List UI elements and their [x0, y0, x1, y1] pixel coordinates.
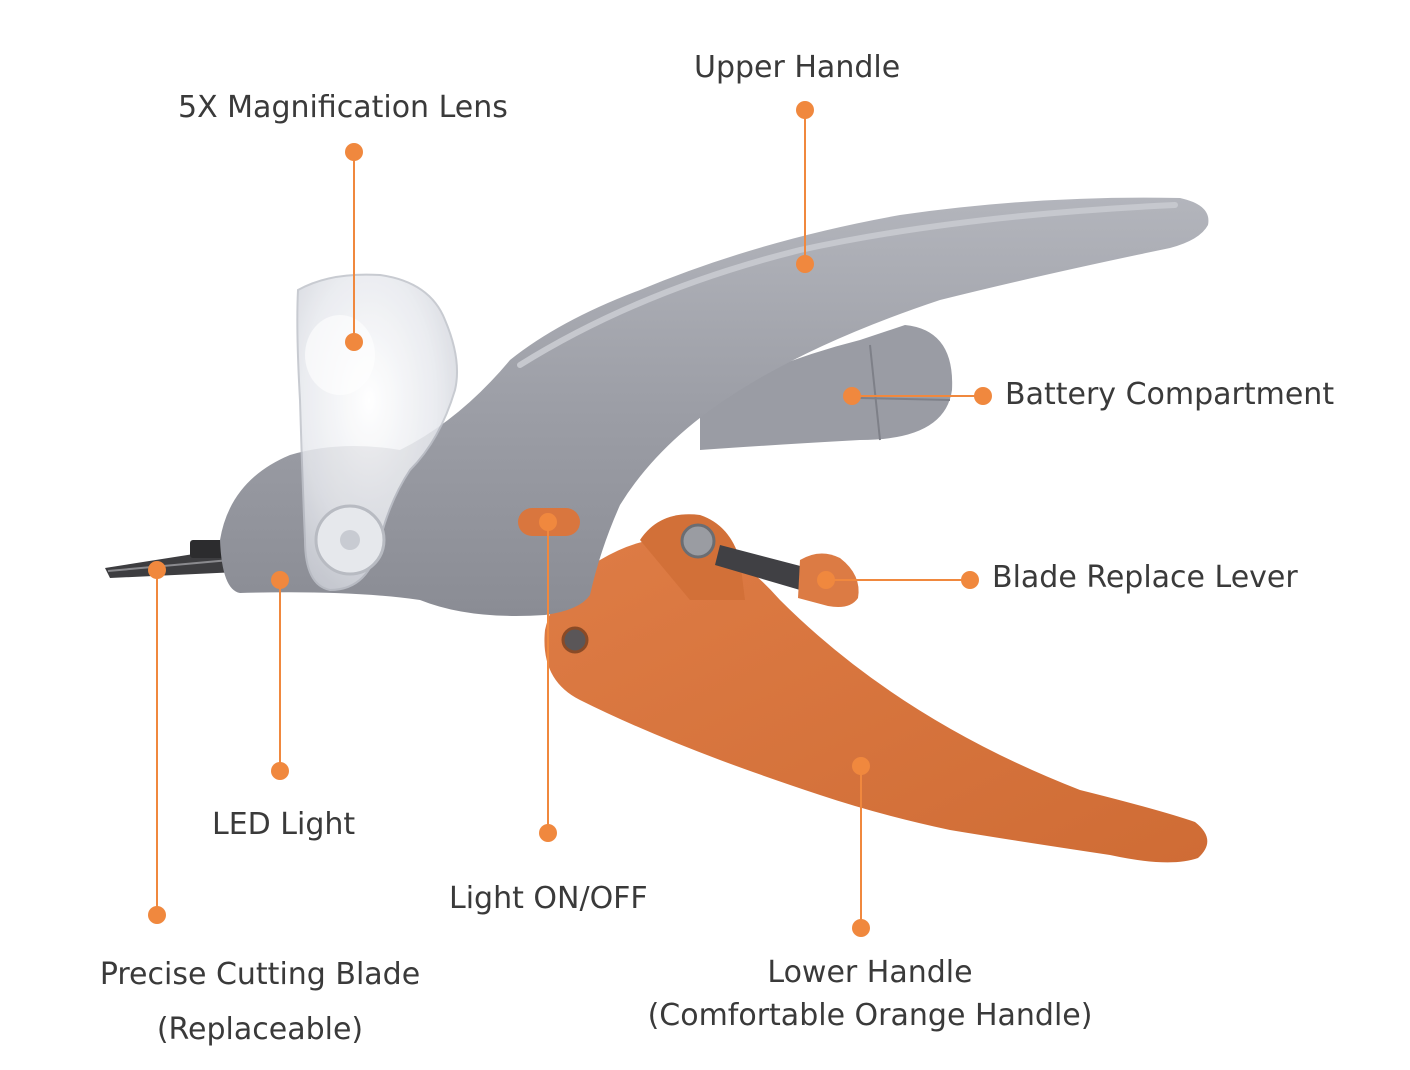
callouts	[148, 101, 992, 937]
switch-dot-bottom	[539, 824, 557, 842]
label-lower-handle-line2: (Comfortable Orange Handle)	[647, 998, 1093, 1033]
label-upper-handle: Upper Handle	[694, 50, 901, 85]
blade-dot-top	[148, 561, 166, 579]
upper-handle-dot-bottom	[796, 255, 814, 273]
label-lower-handle-line1: Lower Handle	[767, 955, 973, 990]
lower-handle-dot-bottom	[852, 919, 870, 937]
lower-handle	[544, 514, 1208, 863]
battery-compartment	[700, 325, 953, 450]
battery-dot-right	[974, 387, 992, 405]
label-cutting-blade: Precise Cutting Blade (Replaceable)	[90, 955, 430, 1049]
label-cutting-blade-line2: (Replaceable)	[156, 1012, 364, 1047]
led-dot-bottom	[271, 762, 289, 780]
led-dot-top	[271, 571, 289, 589]
blade-dot-bottom	[148, 906, 166, 924]
magnification-lens	[296, 273, 458, 592]
label-led-light: LED Light	[212, 807, 356, 842]
label-battery-compartment: Battery Compartment	[1005, 377, 1335, 412]
lower-handle-dot-top	[852, 757, 870, 775]
label-magnification-lens: 5X Magnification Lens	[178, 90, 508, 125]
upper-handle	[220, 197, 1209, 616]
label-blade-replace-lever: Blade Replace Lever	[992, 560, 1298, 595]
label-light-on-off: Light ON/OFF	[449, 881, 648, 916]
switch-dot-top	[539, 513, 557, 531]
label-lower-handle: Lower Handle (Comfortable Orange Handle)	[630, 953, 1110, 1035]
label-cutting-blade-line1: Precise Cutting Blade	[99, 957, 421, 992]
upper-handle-dot-top	[796, 101, 814, 119]
cutting-blade	[105, 540, 238, 578]
lens-dot-top	[345, 143, 363, 161]
battery-dot-left	[843, 387, 861, 405]
lens-dot-bottom	[345, 333, 363, 351]
lever-dot-left	[817, 571, 835, 589]
lever-dot-right	[961, 571, 979, 589]
